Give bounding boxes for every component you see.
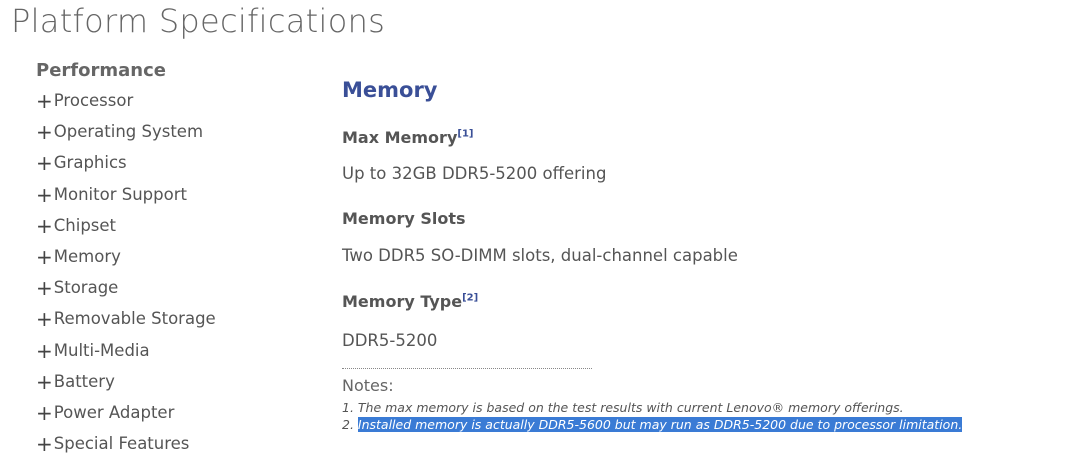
plus-icon: + <box>36 369 53 394</box>
label-text: Max Memory <box>342 128 458 147</box>
nav-item-label: Operating System <box>53 122 204 142</box>
spec-nav: +Processor+Operating System+Graphics+Mon… <box>36 91 216 465</box>
plus-icon: + <box>36 276 53 301</box>
label-text: Memory Type <box>342 292 463 311</box>
nav-item-label: Memory <box>53 246 121 266</box>
note-2: 2. Installed memory is actually DDR5-560… <box>342 417 963 432</box>
plus-icon: + <box>36 400 53 425</box>
nav-item-memory[interactable]: +Memory <box>36 247 216 278</box>
nav-item-label: Storage <box>53 278 119 298</box>
max-memory-value: Up to 32GB DDR5-5200 offering <box>342 164 607 183</box>
memory-slots-label: Memory Slots <box>342 209 466 228</box>
note-number: 2. <box>342 417 358 432</box>
note-1: 1. The max memory is based on the test r… <box>342 400 904 415</box>
notes-label: Notes: <box>342 376 394 395</box>
plus-icon: + <box>36 244 53 269</box>
plus-icon: + <box>36 338 53 363</box>
nav-item-battery[interactable]: +Battery <box>36 372 216 403</box>
nav-item-label: Removable Storage <box>53 309 216 329</box>
nav-item-monitor-support[interactable]: +Monitor Support <box>36 185 216 216</box>
nav-item-processor[interactable]: +Processor <box>36 91 216 122</box>
nav-item-label: Chipset <box>53 215 117 235</box>
footnote-link-1[interactable]: [1] <box>457 128 474 140</box>
section-heading: Memory <box>342 78 438 102</box>
nav-item-label: Multi-Media <box>53 340 150 360</box>
memory-slots-value: Two DDR5 SO-DIMM slots, dual-channel cap… <box>342 246 738 265</box>
plus-icon: + <box>36 307 53 332</box>
nav-item-operating-system[interactable]: +Operating System <box>36 122 216 153</box>
nav-item-label: Special Features <box>53 434 190 454</box>
nav-item-multi-media[interactable]: +Multi-Media <box>36 341 216 372</box>
plus-icon: + <box>36 151 53 176</box>
nav-item-storage[interactable]: +Storage <box>36 278 216 309</box>
section-performance[interactable]: Performance <box>36 60 166 81</box>
memory-type-label: Memory Type[2] <box>342 292 478 311</box>
memory-type-value: DDR5-5200 <box>342 331 438 350</box>
plus-icon: + <box>36 89 53 113</box>
nav-item-removable-storage[interactable]: +Removable Storage <box>36 309 216 340</box>
selected-text: Installed memory is actually DDR5-5600 b… <box>357 417 963 432</box>
nav-item-label: Power Adapter <box>53 402 175 422</box>
collapse-icon[interactable]: ) <box>0 58 1 83</box>
nav-item-special-features[interactable]: +Special Features <box>36 434 216 465</box>
max-memory-label: Max Memory[1] <box>342 128 473 147</box>
nav-item-chipset[interactable]: +Chipset <box>36 216 216 247</box>
nav-item-power-adapter[interactable]: +Power Adapter <box>36 403 216 434</box>
nav-item-graphics[interactable]: +Graphics <box>36 153 216 184</box>
nav-item-label: Processor <box>53 91 134 110</box>
nav-item-label: Graphics <box>53 153 127 173</box>
plus-icon: + <box>36 182 53 207</box>
plus-icon: + <box>36 432 53 457</box>
nav-item-label: Monitor Support <box>53 184 187 204</box>
page-title: Platform Specifications <box>11 2 386 40</box>
divider <box>342 368 592 369</box>
plus-icon: + <box>36 213 53 238</box>
footnote-link-2[interactable]: [2] <box>462 292 479 304</box>
plus-icon: + <box>36 120 53 145</box>
nav-item-label: Battery <box>53 371 115 391</box>
